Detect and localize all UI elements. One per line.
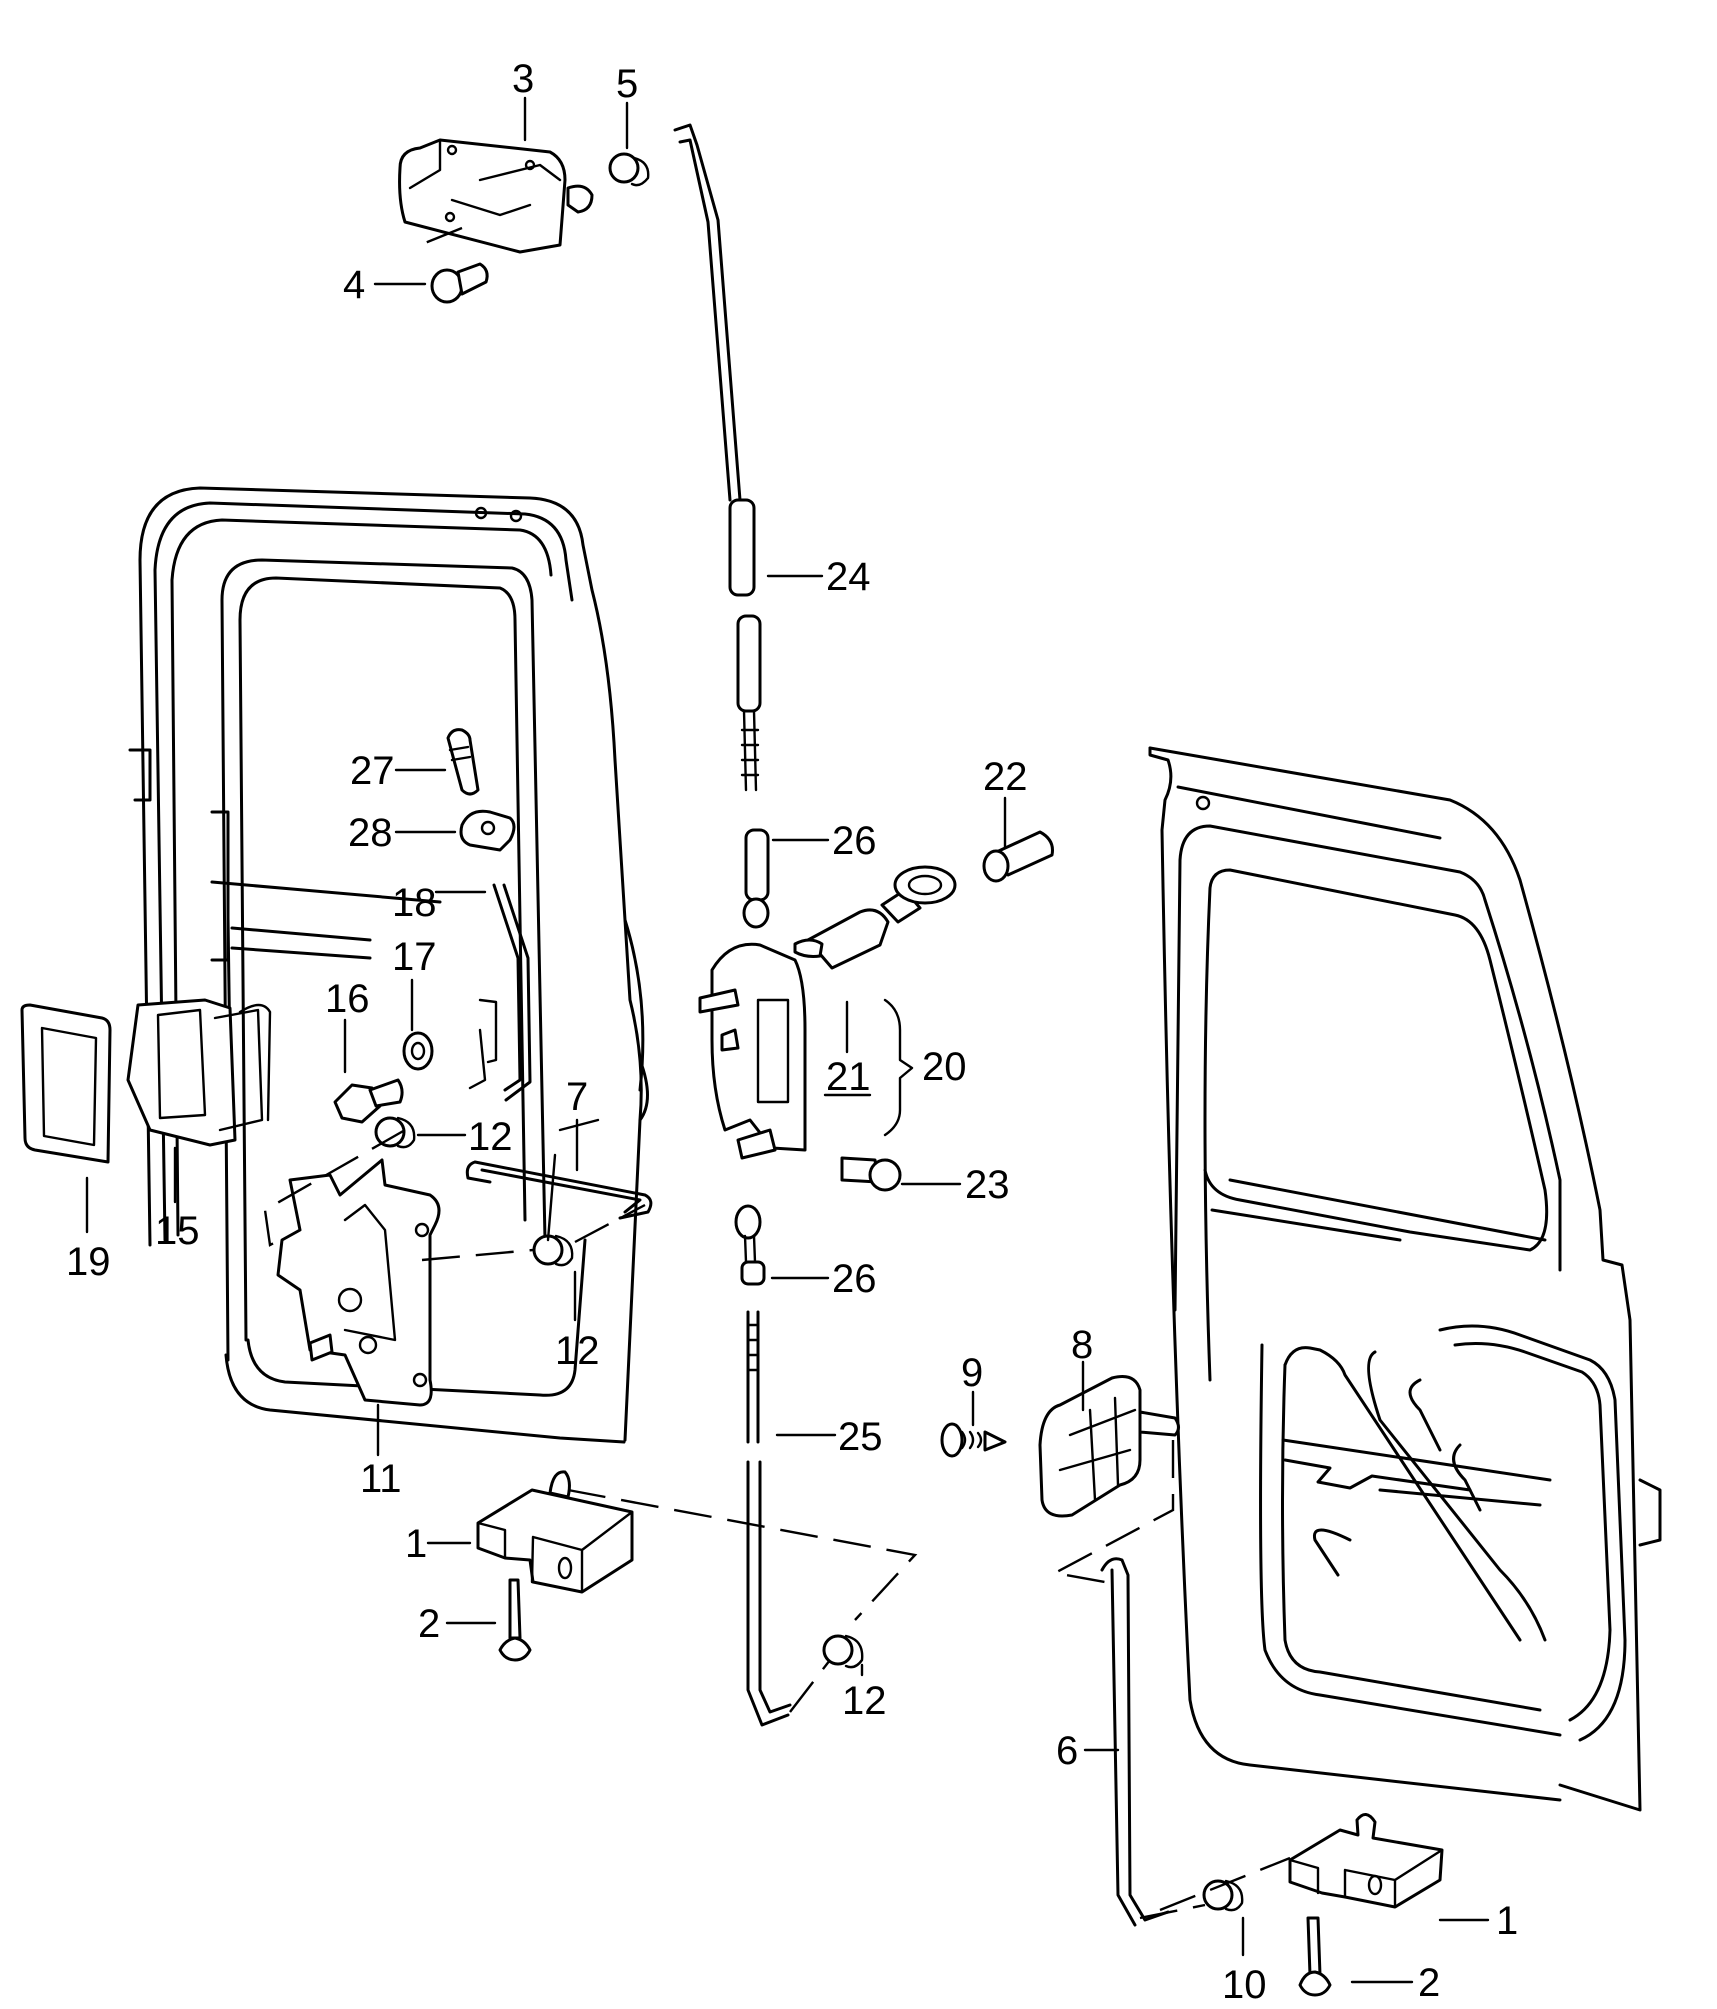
left-door-panel [128, 486, 649, 1444]
part-17-washer [402, 1031, 434, 1071]
callout-26-lower: 26 [832, 1257, 877, 1301]
part-12-rod-clip-middle [532, 1234, 574, 1267]
callout-12-upper: 12 [468, 1115, 513, 1159]
callout-labels: 3 5 4 24 27 28 26 22 18 17 16 21 20 19 1… [66, 57, 1518, 2007]
part-7-connecting-rod [465, 1160, 653, 1220]
part-19-handle-gasket [20, 1003, 112, 1164]
part-26-rod-connector-upper [742, 828, 770, 929]
part-9-screw [940, 1422, 1007, 1458]
callout-24: 24 [826, 555, 871, 599]
part-1-lower-catch [476, 1470, 634, 1594]
callout-11: 11 [360, 1457, 402, 1501]
part-bracket [468, 998, 498, 1090]
part-8-bumper-block [1038, 1375, 1180, 1518]
part-16-bolt [333, 1078, 404, 1124]
callout-2-right: 2 [1418, 1961, 1440, 2005]
part-26-rod-connector-lower [734, 1204, 766, 1286]
callout-27: 27 [350, 749, 395, 793]
part-12-rod-clip-lower [822, 1634, 864, 1669]
leader-lines [85, 96, 1490, 1984]
part-18-lock-rod [492, 883, 532, 1102]
callout-12-middle: 12 [555, 1329, 600, 1373]
part-23-screw [840, 1156, 902, 1192]
callout-16: 16 [325, 977, 370, 1021]
part-6-rod [1100, 1557, 1170, 1927]
callout-9: 9 [961, 1351, 983, 1395]
callout-23: 23 [965, 1163, 1010, 1207]
callout-4: 4 [343, 263, 365, 307]
part-11-door-lock [276, 1158, 441, 1407]
part-5-clip [608, 152, 650, 187]
callout-1-left: 1 [405, 1522, 427, 1566]
part-2-countersunk-screw [498, 1578, 532, 1662]
callout-5: 5 [616, 62, 638, 106]
callout-1-right: 1 [1496, 1899, 1518, 1943]
part-21-lock-cylinder [793, 865, 957, 970]
part-27-lock-knob [446, 728, 480, 796]
callout-15: 15 [155, 1209, 200, 1253]
part-1-lower-catch-right [1288, 1813, 1444, 1909]
callout-25: 25 [838, 1415, 883, 1459]
part-4-screw [430, 262, 489, 304]
part-2-countersunk-screw-right [1298, 1916, 1332, 1997]
callout-28: 28 [348, 811, 393, 855]
callout-17: 17 [392, 935, 437, 979]
callout-2-left: 2 [418, 1602, 440, 1646]
callout-8: 8 [1071, 1323, 1093, 1367]
callout-6: 6 [1056, 1729, 1078, 1773]
part-3-catch-bracket [398, 138, 594, 254]
part-25-lower-rod [746, 1310, 792, 1727]
part-15-inner-handle [126, 998, 272, 1147]
part-28-knob-guide [459, 809, 516, 852]
part-24-upper-rod [673, 123, 762, 792]
part-10-rod-clip [1202, 1879, 1244, 1912]
callout-20: 20 [922, 1045, 967, 1089]
part-12-rod-clip-upper [374, 1116, 416, 1149]
callout-18: 18 [392, 881, 437, 925]
callout-10: 10 [1222, 1963, 1267, 2007]
callout-22: 22 [983, 755, 1028, 799]
part-22-lock-barrel [982, 830, 1054, 883]
callout-19: 19 [66, 1240, 111, 1284]
callout-12-lower: 12 [842, 1679, 887, 1723]
callout-3: 3 [512, 57, 534, 101]
part-20-handle-housing [698, 942, 807, 1160]
callout-7: 7 [566, 1075, 588, 1119]
callout-26-upper: 26 [832, 819, 877, 863]
right-door-panel [1148, 746, 1662, 1812]
assembly-lines [263, 226, 1291, 1920]
callout-21: 21 [826, 1055, 871, 1099]
